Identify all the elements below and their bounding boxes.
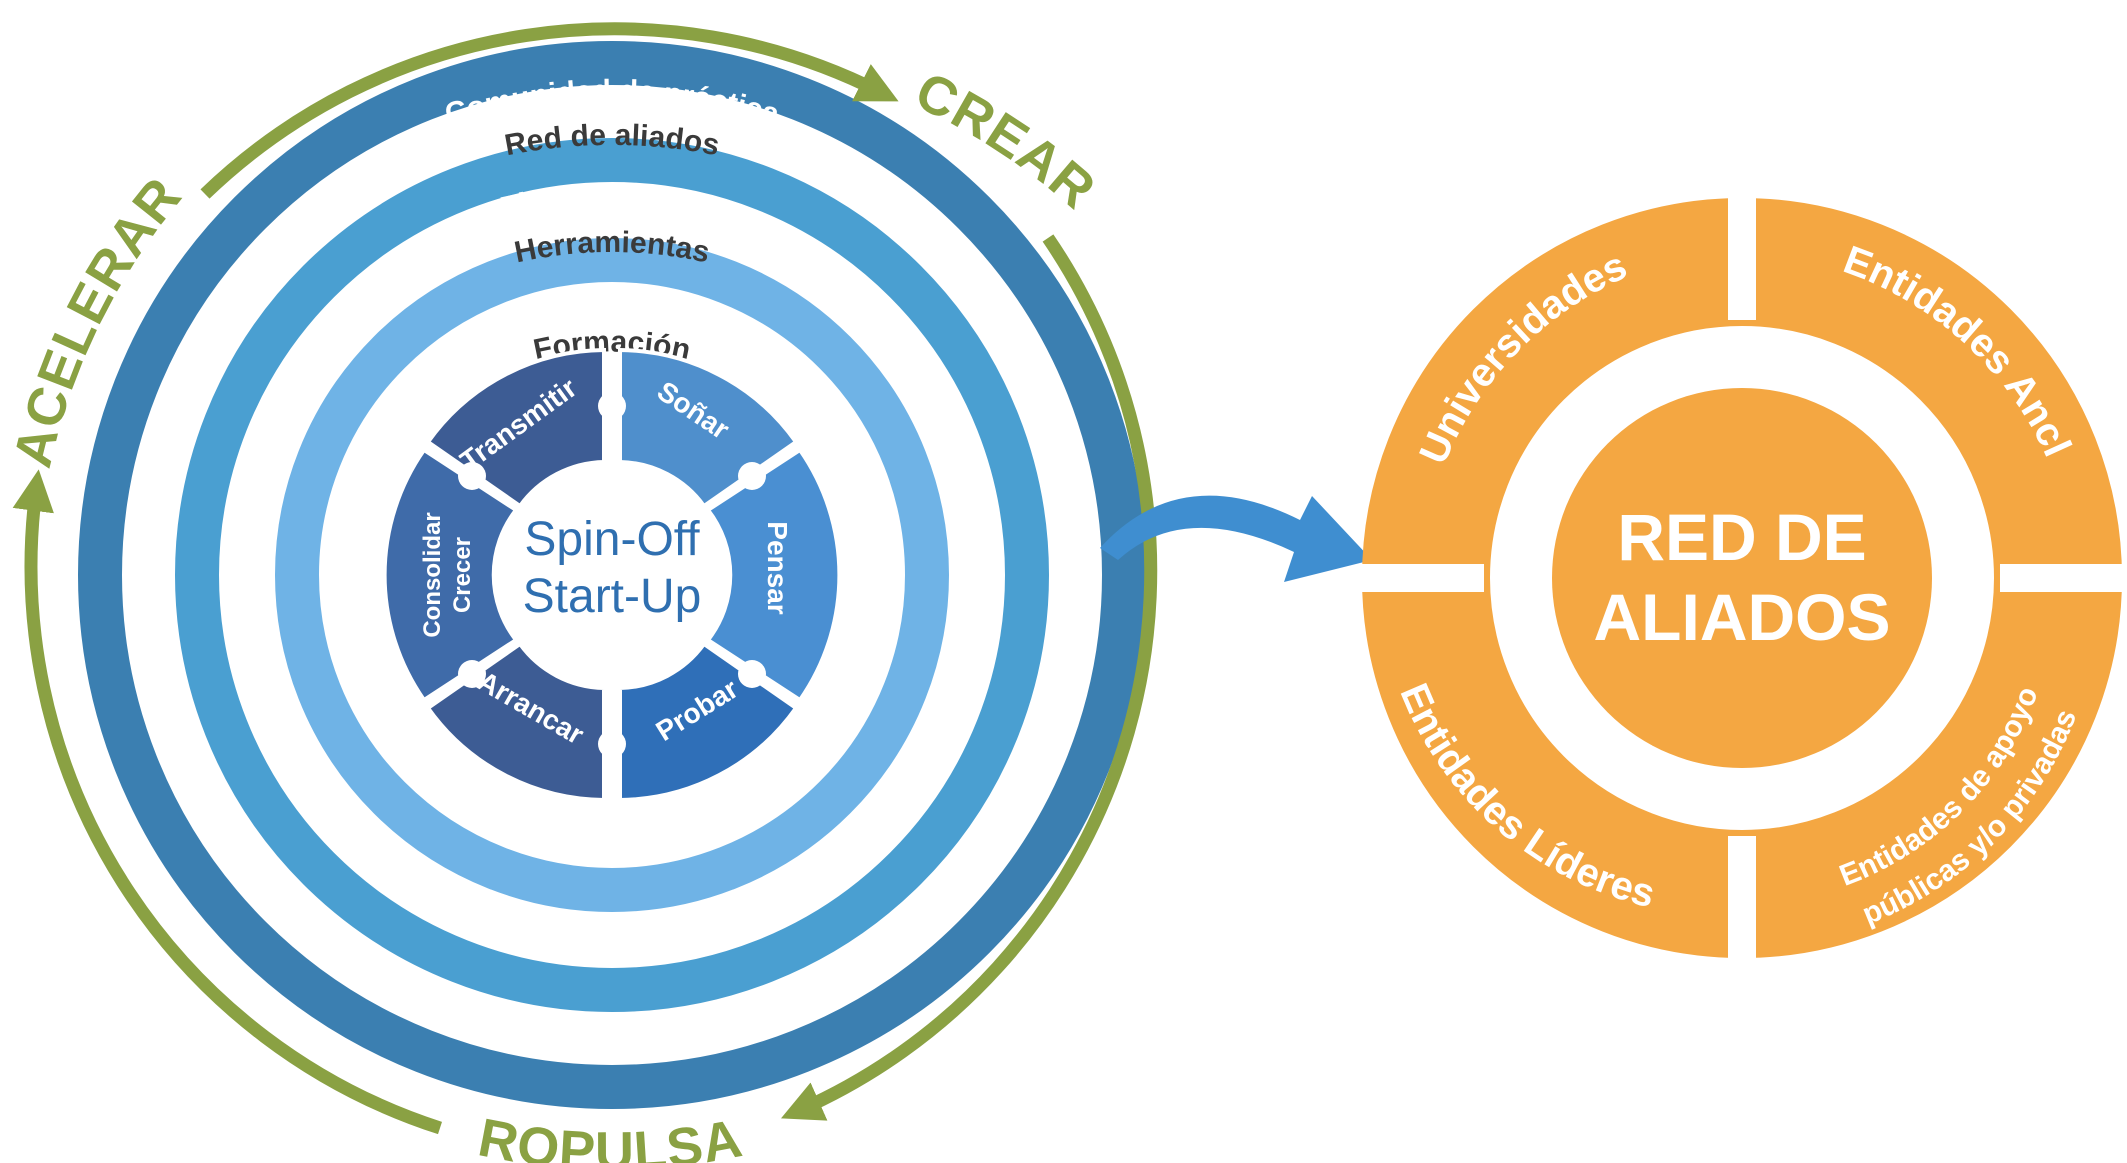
ring-gap bbox=[1728, 836, 1756, 960]
allies-center bbox=[1552, 388, 1932, 768]
allies-title-line1: RED DE bbox=[1617, 500, 1866, 574]
core-circle bbox=[508, 471, 716, 679]
allies-title-line2: ALIADOS bbox=[1594, 580, 1891, 654]
arrow-crear-to-propulsar bbox=[780, 234, 1158, 1121]
blue-arrow bbox=[1100, 495, 1372, 582]
stage-pensar bbox=[705, 447, 842, 703]
puzzle-knob bbox=[598, 392, 626, 420]
arrow-acelerar-to-crear bbox=[200, 22, 899, 199]
stage-label-pensar: Pensar bbox=[762, 521, 793, 614]
ring-comunidad bbox=[78, 41, 1146, 1109]
connector-arrow bbox=[1100, 495, 1372, 582]
ring-gap bbox=[2000, 564, 2124, 592]
arrow-propulsar-to-acelerar bbox=[12, 469, 442, 1135]
stage-label-consolidar: Consolidar bbox=[419, 512, 446, 637]
stage-label-crecer: Crecer bbox=[449, 537, 476, 613]
puzzle-knob bbox=[738, 660, 766, 688]
ring-gap bbox=[1728, 196, 1756, 320]
puzzle-knob bbox=[458, 660, 486, 688]
stage-wheel: Soñar Pensar Probar Arrancar Consolidar … bbox=[382, 347, 842, 803]
puzzle-knob bbox=[738, 462, 766, 490]
ring-acompanamiento bbox=[275, 238, 949, 912]
puzzle-knob bbox=[458, 462, 486, 490]
ring-label-financiamiento: Financiamiento bbox=[497, 179, 726, 225]
core-label-spinoff: Spin-Off bbox=[524, 513, 700, 566]
ring-financiamiento bbox=[175, 138, 1049, 1012]
stage-consolidar bbox=[382, 447, 519, 703]
core-label-startup: Start-Up bbox=[523, 570, 702, 623]
ring-gap bbox=[1360, 564, 1484, 592]
support-rings: Comunidad de práctica Red de aliados Fin… bbox=[78, 41, 1146, 1109]
puzzle-knob bbox=[598, 730, 626, 758]
